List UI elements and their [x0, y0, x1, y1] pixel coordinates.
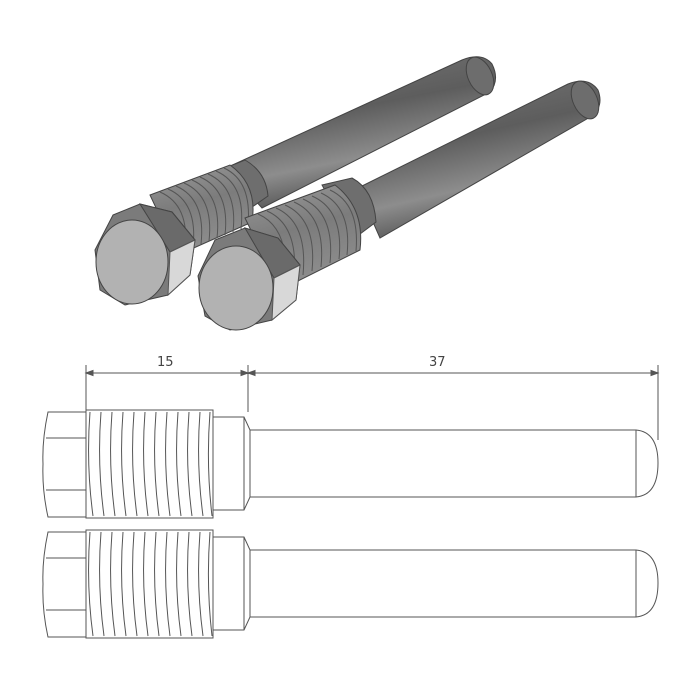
- pin-3d-front: [197, 80, 601, 331]
- dimension-label-thread: 15: [157, 355, 174, 370]
- thread-lines: [88, 411, 213, 517]
- pin-2d-bottom: [42, 529, 659, 639]
- pin-3d-back: [94, 56, 496, 306]
- pin-2d-top: [42, 409, 659, 519]
- render-3d: [94, 56, 601, 331]
- dimension-lines: [84, 365, 660, 440]
- drawing-2d: [42, 365, 660, 639]
- dimension-label-shaft: 37: [429, 355, 446, 370]
- thread-lines: [88, 531, 213, 637]
